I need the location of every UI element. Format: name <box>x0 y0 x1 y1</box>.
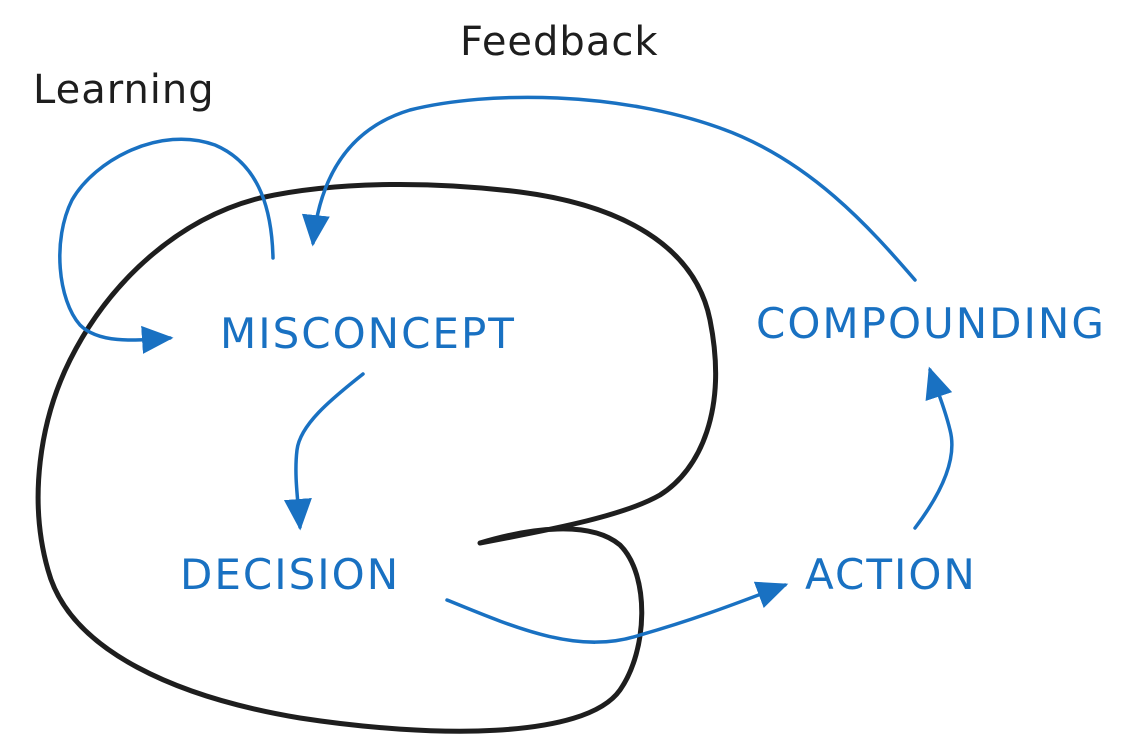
decision-label: DECISION <box>180 550 401 599</box>
action-label: ACTION <box>805 550 977 599</box>
decision-to-action-arrow <box>445 581 789 644</box>
feedback-label: Feedback <box>460 19 659 65</box>
misconcept-loop-outline <box>35 181 719 734</box>
misconcept-to-decision-arrow <box>283 372 365 531</box>
learning-label: Learning <box>33 67 215 113</box>
misconcept-label: MISCONCEPT <box>220 309 516 358</box>
compounding-label: COMPOUNDING <box>756 299 1106 348</box>
learning-arrow <box>58 137 275 354</box>
action-to-compounding-arrow <box>913 366 954 530</box>
feedback-arrow <box>301 95 917 282</box>
